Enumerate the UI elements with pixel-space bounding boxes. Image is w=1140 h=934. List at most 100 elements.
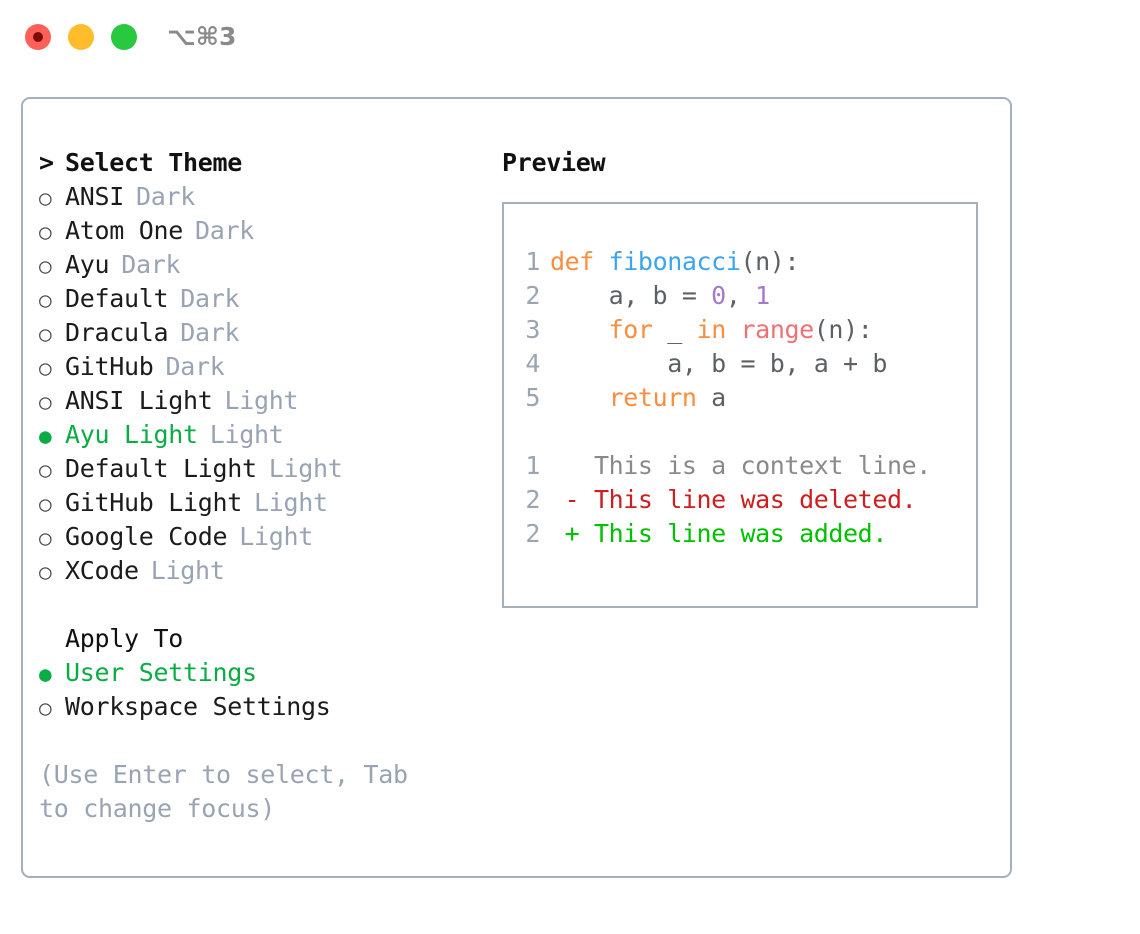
theme-option-default[interactable]: ○ Default Dark xyxy=(39,282,469,316)
theme-option-variant: Light xyxy=(209,420,284,449)
code-token: 0 xyxy=(711,281,726,310)
code-token: in xyxy=(696,315,727,344)
theme-option-label: GitHub Light xyxy=(65,488,243,517)
minimize-button[interactable] xyxy=(68,24,94,50)
theme-option-atom-one[interactable]: ○ Atom One Dark xyxy=(39,214,469,248)
code-line: 2 + This line was added. xyxy=(510,517,931,551)
code-line: 1 def fibonacci(n): xyxy=(510,245,931,279)
code-line: 4 a, b = b, a + b xyxy=(510,347,931,381)
theme-option-variant: Dark xyxy=(195,216,255,245)
theme-option-dracula[interactable]: ○ Dracula Dark xyxy=(39,316,469,350)
radio-unselected-icon: ○ xyxy=(39,288,52,312)
radio-unselected-icon: ○ xyxy=(39,458,52,482)
theme-option-variant: Dark xyxy=(136,182,196,211)
code-token: This is a context line. xyxy=(550,451,931,480)
code-token: (n): xyxy=(813,315,873,344)
maximize-button[interactable] xyxy=(111,24,137,50)
theme-option-variant: Light xyxy=(224,386,299,415)
close-button[interactable] xyxy=(25,24,51,50)
code-line: 1 This is a context line. xyxy=(510,449,931,483)
code-token: a, b = b, a + b xyxy=(550,349,887,378)
code-token: a xyxy=(696,383,726,412)
radio-unselected-icon: ○ xyxy=(39,492,52,516)
theme-option-google-code[interactable]: ○ Google Code Light xyxy=(39,520,469,554)
theme-option-label: Google Code xyxy=(65,522,228,551)
theme-option-variant: Light xyxy=(150,556,225,585)
theme-option-label: Atom One xyxy=(65,216,184,245)
theme-option-ansi[interactable]: ○ ANSI Dark xyxy=(39,180,469,214)
code-token: _ xyxy=(652,315,697,344)
radio-unselected-icon: ○ xyxy=(39,322,52,346)
theme-option-ayu[interactable]: ○ Ayu Dark xyxy=(39,248,469,282)
line-number: 5 xyxy=(525,383,540,412)
theme-option-label: ANSI xyxy=(65,182,125,211)
code-line xyxy=(510,415,931,449)
code-token: a, b = xyxy=(550,281,712,310)
theme-option-variant: Dark xyxy=(180,318,240,347)
select-theme-title: Select Theme xyxy=(65,148,243,177)
apply-option-user-settings[interactable]: ● User Settings xyxy=(39,656,469,690)
radio-unselected-icon: ○ xyxy=(39,356,52,380)
section-spacer xyxy=(39,588,469,622)
line-number: 2 xyxy=(525,485,540,514)
line-number: 2 xyxy=(525,281,540,310)
theme-option-variant: Light xyxy=(254,488,328,517)
code-token: - This line was deleted. xyxy=(550,485,917,514)
code-token xyxy=(550,315,609,344)
theme-option-label: Ayu Light xyxy=(65,420,198,449)
window-controls xyxy=(25,24,137,50)
code-line: 3 for _ in range(n): xyxy=(510,313,931,347)
line-number: 4 xyxy=(525,349,540,378)
apply-to-list: ● User Settings ○Workspace Settings xyxy=(39,656,469,724)
radio-unselected-icon: ○ xyxy=(39,254,52,278)
theme-option-label: Ayu xyxy=(65,250,110,279)
radio-selected-icon: ● xyxy=(39,662,52,686)
code-token: 1 xyxy=(755,281,770,310)
code-token: (n): xyxy=(740,247,800,276)
code-token: range xyxy=(740,315,815,344)
code-line: 2 - This line was deleted. xyxy=(510,483,931,517)
theme-option-xcode[interactable]: ○ XCode Light xyxy=(39,554,469,588)
theme-option-label: Dracula xyxy=(65,318,169,347)
code-token: def xyxy=(550,247,609,276)
theme-option-variant: Dark xyxy=(180,284,240,313)
apply-option-label: User Settings xyxy=(65,658,257,687)
code-token xyxy=(550,383,609,412)
radio-selected-icon: ● xyxy=(39,424,52,448)
code-line: 5 return a xyxy=(510,381,931,415)
apply-option-workspace-settings[interactable]: ○Workspace Settings xyxy=(39,690,469,724)
line-number: 1 xyxy=(525,451,540,480)
theme-option-variant: Light xyxy=(268,454,343,483)
theme-option-label: XCode xyxy=(65,556,139,585)
radio-unselected-icon: ○ xyxy=(39,526,52,550)
code-token: fibonacci xyxy=(608,247,741,276)
theme-option-github-light[interactable]: ○ GitHub Light Light xyxy=(39,486,469,520)
keyboard-hint: (Use Enter to select, Tab to change focu… xyxy=(39,760,408,823)
code-token: return xyxy=(608,383,697,412)
theme-option-variant: Dark xyxy=(121,250,181,279)
radio-unselected-icon: ○ xyxy=(39,560,52,584)
preview-title: Preview xyxy=(502,148,606,177)
keyboard-shortcut-label: ⌥⌘3 xyxy=(167,22,237,51)
radio-unselected-icon: ○ xyxy=(39,186,52,210)
apply-option-label: Workspace Settings xyxy=(65,692,331,721)
apply-to-header: Apply To xyxy=(65,624,184,653)
theme-option-label: GitHub xyxy=(65,352,154,381)
code-line: 2 a, b = 0, 1 xyxy=(510,279,931,313)
theme-option-ayu-light[interactable]: ● Ayu Light Light xyxy=(39,418,469,452)
radio-unselected-icon: ○ xyxy=(39,390,52,414)
code-token: , xyxy=(725,281,756,310)
theme-option-label: Default xyxy=(65,284,169,313)
theme-option-variant: Light xyxy=(239,522,314,551)
line-number: 1 xyxy=(525,247,540,276)
line-number: 3 xyxy=(525,315,540,344)
radio-unselected-icon: ○ xyxy=(39,220,52,244)
